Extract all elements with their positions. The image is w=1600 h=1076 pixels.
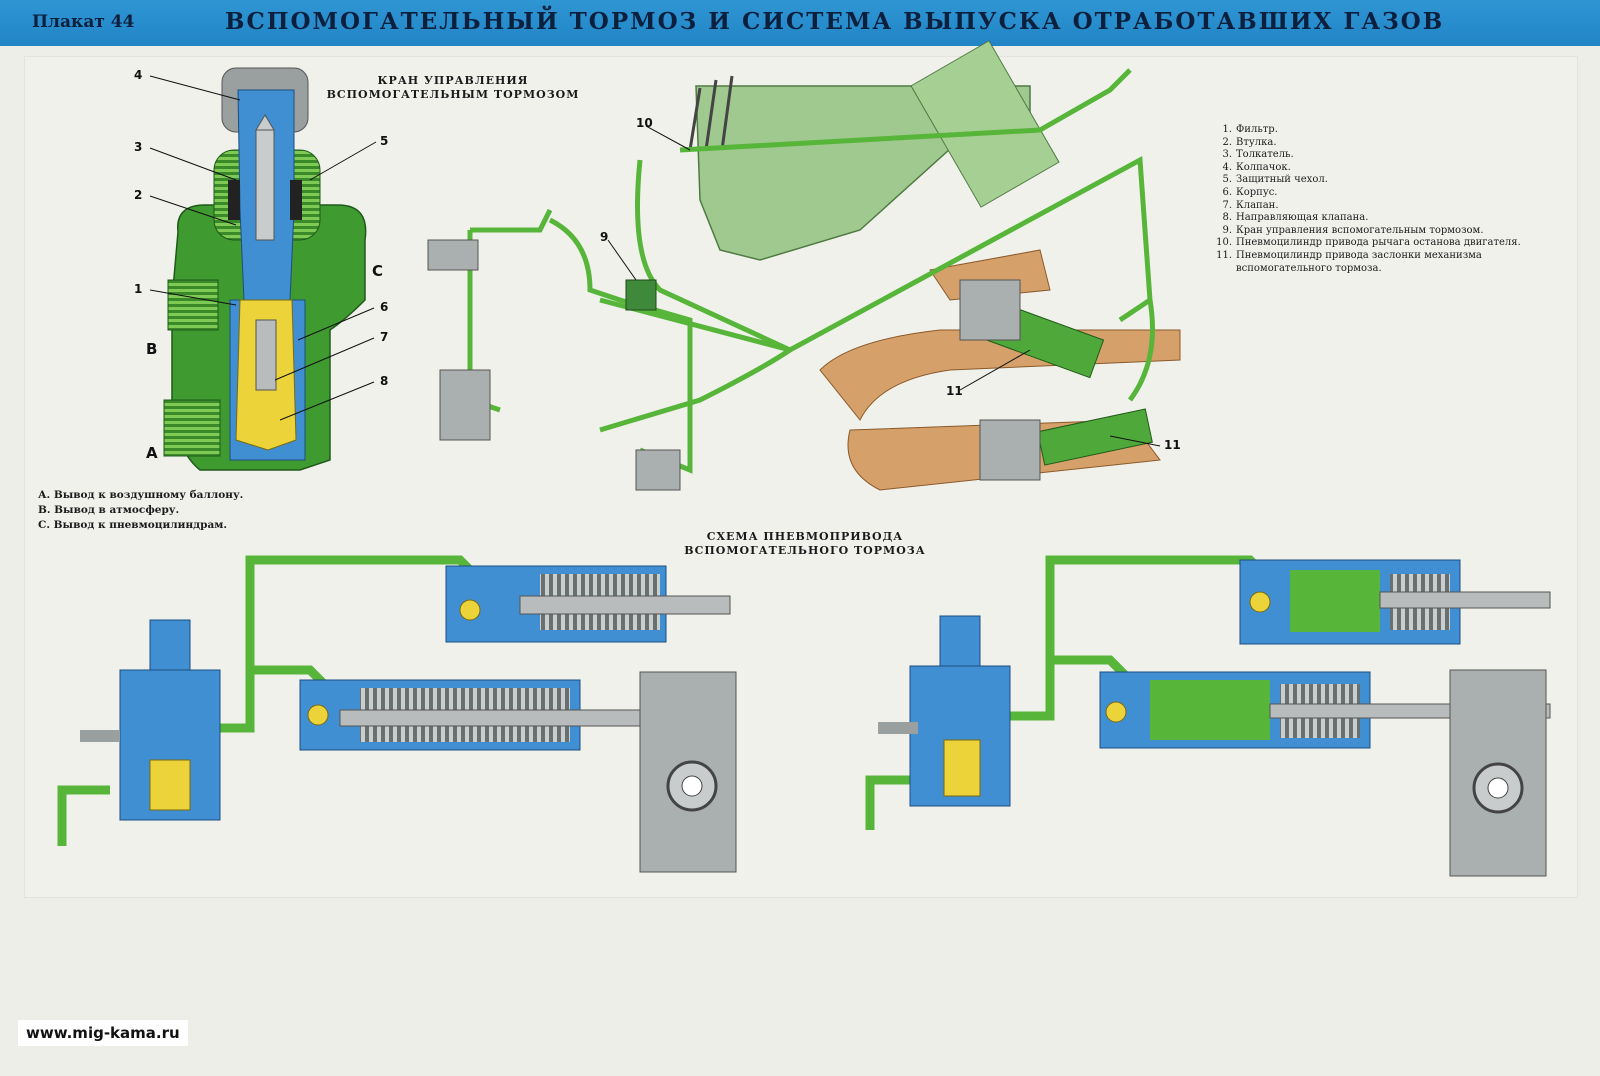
control-valve-section — [149, 67, 377, 471]
website-link[interactable]: www.mig-kama.ru — [18, 1020, 188, 1046]
callout-2: 2 — [134, 188, 143, 202]
port-legend-b: В. Вывод в атмосферу. — [38, 504, 180, 516]
parts-list-item: 6.Корпус. — [1222, 186, 1278, 198]
callout-11-upper: 11 — [946, 384, 963, 398]
scheme-left — [57, 555, 737, 873]
port-legend-c: С. Вывод к пневмоцилиндрам. — [38, 519, 228, 531]
parts-list-item: 11.Пневмоцилиндр привода заслонки механи… — [1216, 249, 1482, 274]
poster-title: ВСПОМОГАТЕЛЬНЫЙ ТОРМОЗ И СИСТЕМА ВЫПУСКА… — [225, 8, 1445, 35]
port-legend-a: А. Вывод к воздушному баллону. — [38, 489, 244, 501]
poster-number: Плакат 44 — [32, 12, 135, 32]
scheme-right — [865, 555, 1551, 877]
callout-3: 3 — [134, 140, 143, 154]
port-a-label: А — [146, 444, 158, 462]
callout-11-lower: 11 — [1164, 438, 1181, 452]
port-legend: А. Вывод к воздушному баллону. В. Вывод … — [38, 488, 243, 533]
parts-list-item: 2.Втулка. — [1222, 136, 1277, 148]
parts-list-item: 8.Направляющая клапана. — [1222, 212, 1369, 224]
parts-list-item: 3.Толкатель. — [1222, 149, 1294, 161]
callout-9: 9 — [600, 230, 609, 244]
parts-list-item: 10.Пневмоцилиндр привода рычага останова… — [1216, 237, 1521, 249]
scheme-caption-line1: СХЕМА ПНЕВМОПРИВОДА — [706, 530, 904, 543]
callout-1: 1 — [134, 282, 143, 296]
scheme-caption-line2: ВСПОМОГАТЕЛЬНОГО ТОРМОЗА — [684, 544, 926, 557]
poster-header: Плакат 44 ВСПОМОГАТЕЛЬНЫЙ ТОРМОЗ И СИСТЕ… — [0, 0, 1600, 46]
parts-list-item: 4.Колпачок. — [1222, 161, 1291, 173]
valve-caption-line1: КРАН УПРАВЛЕНИЯ — [377, 74, 529, 87]
valve-caption: КРАН УПРАВЛЕНИЯ ВСПОМОГАТЕЛЬНЫМ ТОРМОЗОМ — [318, 74, 588, 102]
valve-caption-line2: ВСПОМОГАТЕЛЬНЫМ ТОРМОЗОМ — [326, 88, 580, 101]
callout-10: 10 — [636, 116, 653, 130]
callout-7: 7 — [380, 330, 389, 344]
callout-8: 8 — [380, 374, 389, 388]
parts-list-item: 7.Клапан. — [1222, 199, 1279, 211]
parts-list-item: 1.Фильтр. — [1222, 124, 1278, 135]
parts-list: 1.Фильтр. 2.Втулка. 3.Толкатель. 4.Колпа… — [1212, 124, 1522, 275]
callout-5: 5 — [380, 134, 389, 148]
callout-6: 6 — [380, 300, 389, 314]
port-c-label: С — [372, 262, 384, 280]
callout-4: 4 — [134, 68, 143, 82]
scheme-caption: СХЕМА ПНЕВМОПРИВОДА ВСПОМОГАТЕЛЬНОГО ТОР… — [640, 530, 970, 558]
port-b-label: В — [146, 340, 158, 358]
parts-list-item: 9.Кран управления вспомогательным тормоз… — [1222, 224, 1484, 236]
parts-list-item: 5.Защитный чехол. — [1222, 174, 1328, 186]
engine-assembly — [427, 40, 1181, 491]
